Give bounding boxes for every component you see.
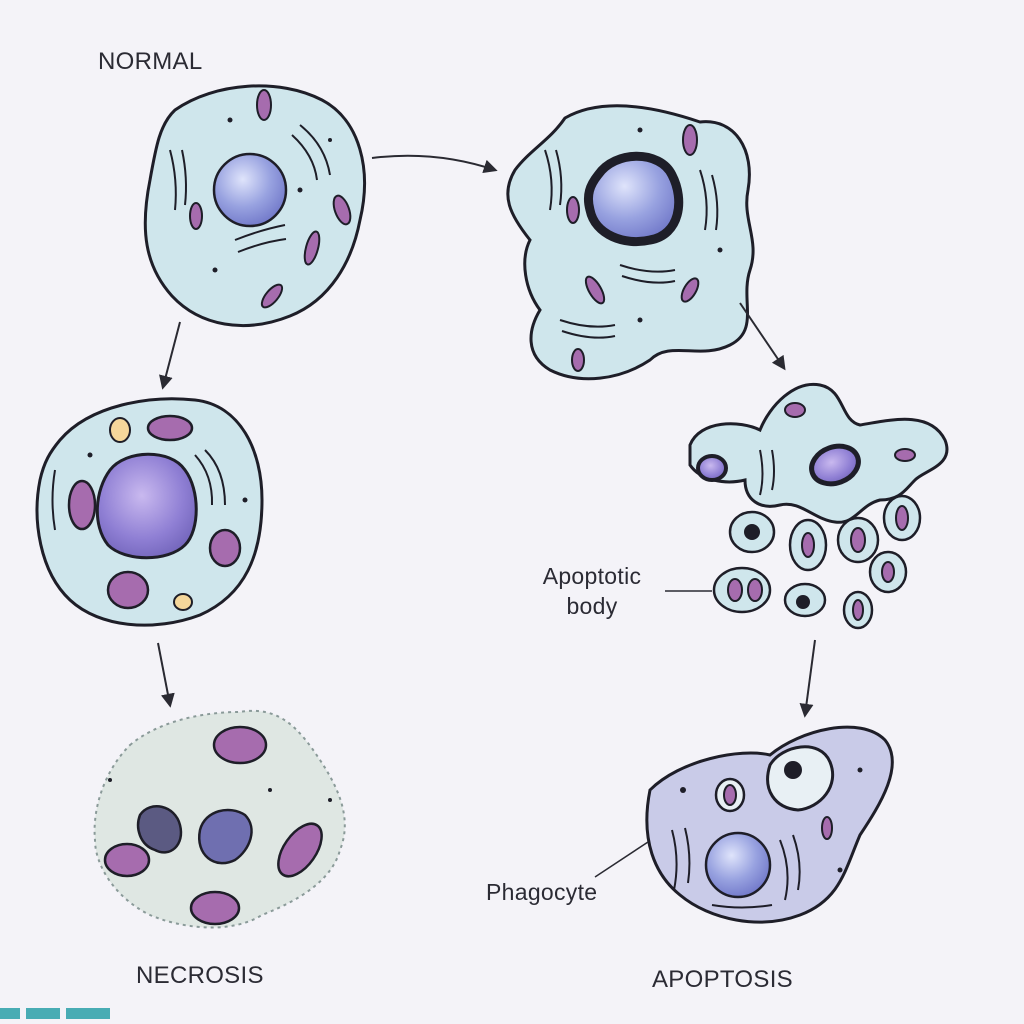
phagocyte-cell — [645, 725, 894, 924]
label-phagocyte: Phagocyte — [486, 879, 598, 905]
normal-cell — [143, 84, 366, 327]
arrow-fragmenting-to-phagocyte — [799, 639, 816, 718]
nucleus-normal — [212, 152, 288, 228]
arrow-normal-to-shrinking — [371, 154, 498, 174]
nucleus-swollen — [95, 452, 198, 560]
label-apoptotic-body-line1: Apoptotic — [542, 563, 642, 589]
label-necrosis: NECROSIS — [136, 962, 264, 989]
necrotic-cell — [93, 709, 346, 929]
arrow-swollen-to-necrosis — [157, 642, 175, 708]
arrow-shrinking-to-fragmenting — [739, 302, 786, 371]
shrinking-cell — [506, 104, 755, 381]
engulfed-body — [784, 761, 802, 779]
label-normal: NORMAL — [98, 48, 203, 75]
nucleus-phagocyte — [704, 831, 772, 899]
label-apoptotic-body-line2: body — [566, 593, 618, 619]
swollen-cell — [35, 397, 264, 627]
label-apoptotic-body: Apoptotic body — [522, 561, 662, 621]
label-apoptosis: APOPTOSIS — [652, 966, 793, 993]
figure-caption-fragment — [0, 1008, 200, 1019]
fragmenting-cell — [688, 382, 949, 630]
nucleus-condensed — [583, 151, 684, 247]
phagocyte-leader — [594, 841, 649, 878]
arrow-normal-to-swollen — [159, 321, 181, 390]
